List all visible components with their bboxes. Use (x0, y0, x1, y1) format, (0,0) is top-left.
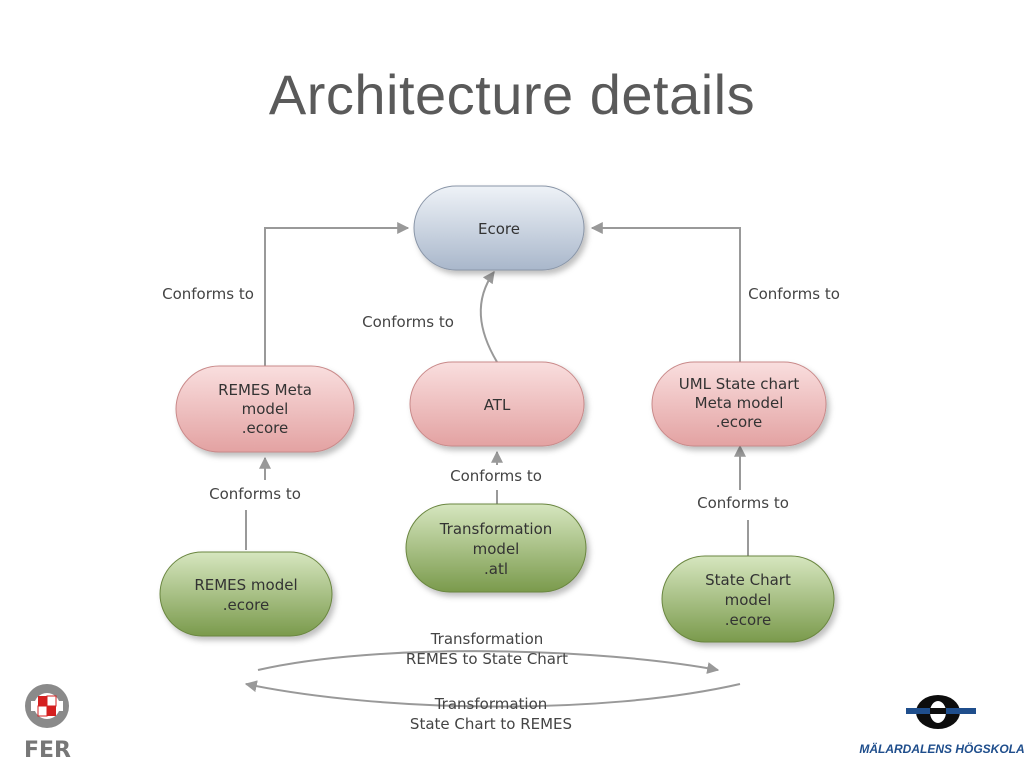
fer-logo: FER (24, 684, 71, 763)
edge-remes-model-to-meta (245, 458, 265, 550)
node-remes-model-line2: .ecore (223, 596, 270, 614)
edge-transform-backward (244, 680, 741, 708)
label-uml-meta-to-ecore: Conforms to (748, 285, 840, 303)
node-ecore-label: Ecore (478, 220, 520, 238)
node-state-chart-line2: model (725, 591, 772, 609)
node-transformation-model: Transformation model .atl (405, 503, 587, 593)
node-state-chart-line1: State Chart (705, 571, 791, 589)
node-remes-model: REMES model .ecore (159, 551, 333, 637)
fer-logo-text: FER (24, 738, 71, 763)
edge-atl-to-ecore (479, 271, 498, 363)
node-state-chart-model: State Chart model .ecore (661, 555, 835, 643)
mdh-emblem-icon (906, 695, 976, 729)
node-state-chart-line3: .ecore (725, 611, 772, 629)
label-transform-backward-line1: Transformation (434, 695, 548, 713)
edge-labels: Conforms to Conforms to Conforms to Conf… (162, 285, 840, 733)
mdh-logo: MÄLARDALENS HÖGSKOLA (859, 695, 1024, 756)
fer-emblem-icon (25, 684, 69, 728)
node-atl-label: ATL (484, 396, 511, 414)
mdh-logo-text: MÄLARDALENS HÖGSKOLA (859, 741, 1024, 756)
edge-uml-meta-to-ecore (590, 222, 741, 366)
edges (244, 222, 748, 708)
node-atl: ATL (409, 361, 585, 447)
node-transformation-line3: .atl (484, 560, 508, 578)
label-state-chart-to-meta: Conforms to (697, 494, 789, 512)
label-remes-meta-to-ecore: Conforms to (162, 285, 254, 303)
node-remes-meta-line3: .ecore (242, 419, 289, 437)
node-uml-meta-line1: UML State chart (679, 375, 800, 393)
node-remes-meta-line2: model (242, 400, 289, 418)
label-atl-to-ecore: Conforms to (362, 313, 454, 331)
label-transform-backward-line2: State Chart to REMES (410, 715, 572, 733)
edge-state-chart-to-meta (740, 446, 748, 556)
label-transform-forward-line1: Transformation (430, 630, 544, 648)
edge-transform-forward (257, 650, 720, 674)
node-remes-meta-line1: REMES Meta (218, 381, 312, 399)
node-uml-state-chart-meta-model: UML State chart Meta model .ecore (651, 361, 827, 447)
label-transformation-to-atl: Conforms to (450, 467, 542, 485)
slide-title: Architecture details (268, 63, 756, 126)
label-transform-forward-line2: REMES to State Chart (406, 650, 568, 668)
node-remes-meta-model: REMES Meta model .ecore (175, 365, 355, 453)
node-transformation-line2: model (473, 540, 520, 558)
label-remes-model-to-meta: Conforms to (209, 485, 301, 503)
node-transformation-line1: Transformation (439, 520, 553, 538)
node-uml-meta-line2: Meta model (695, 394, 784, 412)
node-remes-model-line1: REMES model (194, 576, 297, 594)
node-ecore: Ecore (413, 185, 585, 271)
edge-remes-meta-to-ecore (264, 222, 410, 368)
node-uml-meta-line3: .ecore (716, 413, 763, 431)
